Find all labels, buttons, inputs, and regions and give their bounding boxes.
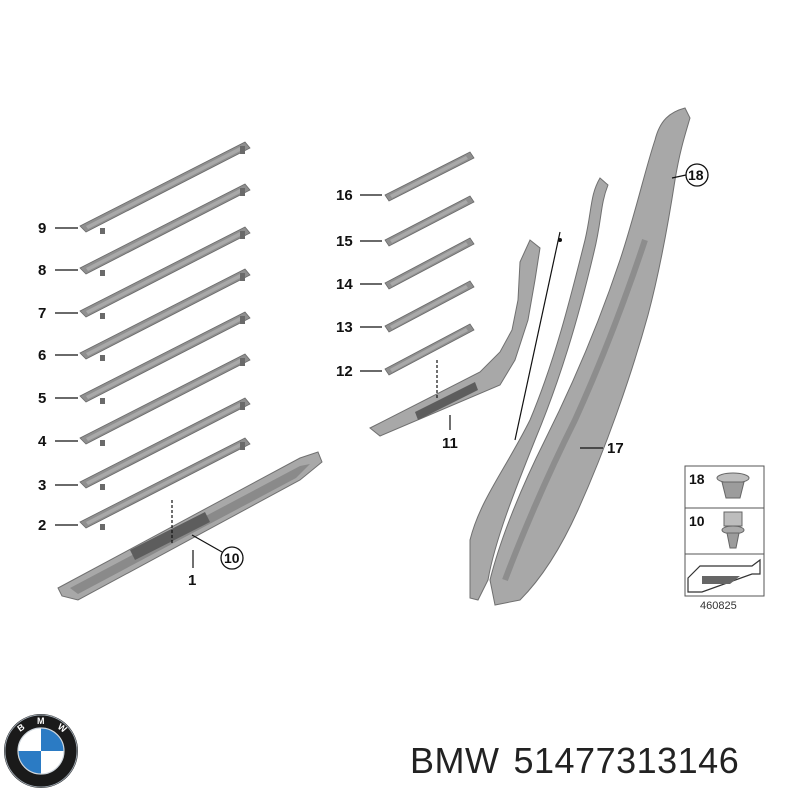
label-2: 2 [38, 517, 46, 534]
label-11: 11 [442, 435, 458, 452]
drawing-number: 460825 [700, 600, 737, 612]
sill-plate-1: 1 10 [57, 451, 323, 601]
left-trim-strips: 9 8 7 6 5 4 3 2 [38, 141, 251, 534]
brand-name: BMW [410, 740, 500, 781]
clip-10-icon [721, 511, 745, 549]
label-6: 6 [38, 347, 46, 364]
svg-text:B: B [15, 721, 26, 733]
trim-strip-3 [79, 397, 251, 490]
label-4: 4 [38, 433, 47, 450]
middle-trim-strips: 16 15 14 13 12 [336, 151, 475, 380]
label-7: 7 [38, 305, 46, 322]
trim-strip-7 [79, 226, 251, 319]
trim-strip-9 [79, 141, 251, 234]
arrow-direction-icon [687, 558, 761, 593]
label-5: 5 [38, 390, 46, 407]
trim-strip-13 [384, 280, 475, 333]
trim-strip-6 [79, 268, 251, 361]
trim-strip-15 [384, 195, 475, 247]
label-3: 3 [38, 477, 46, 494]
part-number: 51477313146 [513, 740, 740, 781]
trim-strip-12 [384, 323, 475, 376]
label-9: 9 [38, 220, 46, 237]
clip-18-icon [716, 472, 750, 499]
part-caption: BMW 51477313146 [410, 740, 753, 782]
label-12: 12 [336, 363, 353, 380]
legend-label-18: 18 [689, 471, 705, 487]
legend-label-10: 10 [689, 513, 705, 529]
side-panel-17: 17 18 [469, 107, 709, 606]
trim-strip-5 [79, 311, 251, 404]
label-1: 1 [188, 572, 196, 589]
trim-strip-2 [79, 437, 251, 530]
label-18-circle: 18 [688, 167, 704, 183]
sill-plate-11: 11 [369, 239, 541, 452]
trim-strip-8 [79, 183, 251, 276]
fastener-legend: 18 10 460825 [684, 465, 765, 612]
label-16: 16 [336, 187, 353, 204]
label-14: 14 [336, 276, 353, 293]
svg-text:M: M [37, 716, 45, 726]
label-8: 8 [38, 262, 46, 279]
bmw-logo: B M W [4, 714, 78, 788]
trim-strip-14 [384, 237, 475, 290]
label-10-circle: 10 [224, 550, 240, 566]
trim-strip-4 [79, 353, 251, 446]
label-17: 17 [607, 440, 624, 457]
label-13: 13 [336, 319, 353, 336]
label-15: 15 [336, 233, 353, 250]
trim-strip-16 [384, 151, 475, 202]
